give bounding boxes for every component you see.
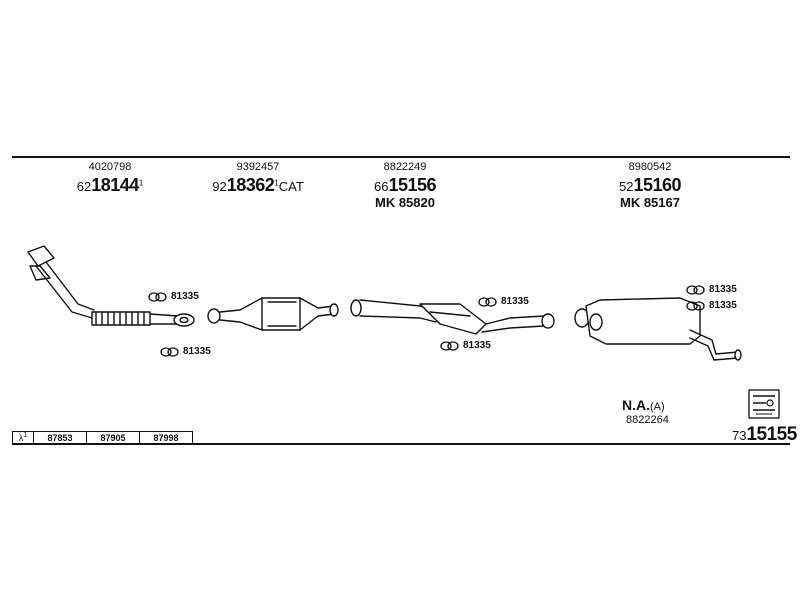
- clamp-icon: [440, 340, 459, 351]
- part-3-number[interactable]: 6615156: [325, 175, 485, 196]
- middle-silencer-drawing[interactable]: [350, 299, 555, 335]
- clamp-label-6[interactable]: 81335: [686, 300, 737, 311]
- part-3-prefix: 66: [373, 179, 389, 194]
- part-1-number[interactable]: 62181441: [30, 175, 190, 196]
- clamp-label-3[interactable]: 81335: [478, 296, 529, 307]
- part-2-prefix: 92: [212, 179, 227, 194]
- clamp-code: 81335: [709, 300, 737, 311]
- lambda-superscript: 1: [23, 432, 28, 439]
- part-2-extra: CAT: [278, 179, 304, 194]
- part-4-oem-number: 8980542: [628, 161, 672, 173]
- part-4-mk: MK 85167: [620, 195, 680, 210]
- part-4-main: 15160: [633, 175, 682, 195]
- part-2-suffix: 1: [274, 178, 279, 188]
- catalytic-converter-drawing[interactable]: [207, 297, 339, 331]
- clamp-icon: [478, 296, 497, 307]
- lambda-code-3[interactable]: 87998: [139, 431, 193, 444]
- part-3-oem-number: 8822249: [383, 161, 427, 173]
- na-marker: (A): [650, 401, 665, 413]
- na-text: N.A.: [622, 397, 650, 413]
- part-2-main: 18362: [226, 175, 275, 195]
- clamp-label-2[interactable]: 81335: [160, 346, 211, 357]
- lambda-symbol: λ: [18, 433, 24, 443]
- part-1-prefix: 62: [76, 179, 92, 194]
- part-3-main: 15156: [388, 175, 437, 195]
- na-number: 8822264: [626, 414, 669, 426]
- part-4-number[interactable]: 5215160: [570, 175, 730, 196]
- na-label: N.A.(A): [622, 397, 665, 413]
- part-1-main: 18144: [91, 175, 139, 195]
- part-1-oem-number: 4020798: [88, 161, 132, 173]
- lambda-code-1[interactable]: 87853: [33, 431, 87, 444]
- clamp-code: 81335: [463, 340, 491, 351]
- part-4-prefix: 52: [618, 179, 634, 194]
- front-pipe-drawing[interactable]: [27, 245, 195, 327]
- clamp-icon: [686, 300, 705, 311]
- lambda-cell: λ1: [12, 431, 34, 444]
- part-3-mk: MK 85820: [375, 195, 435, 210]
- part-2-oem-number: 9392457: [236, 161, 280, 173]
- kit-number[interactable]: 7315155: [732, 424, 797, 446]
- kit-main: 15155: [746, 424, 797, 445]
- clamp-label-4[interactable]: 81335: [440, 340, 491, 351]
- clamp-code: 81335: [171, 291, 199, 302]
- kit-prefix: 73: [732, 428, 747, 443]
- rear-silencer-drawing[interactable]: [574, 297, 742, 361]
- clamp-label-1[interactable]: 81335: [148, 291, 199, 302]
- lambda-code-2[interactable]: 87905: [86, 431, 140, 444]
- clamp-code: 81335: [709, 284, 737, 295]
- footer-rule: [12, 443, 790, 445]
- header-rule: [12, 156, 790, 158]
- clamp-icon: [686, 284, 705, 295]
- part-2-number[interactable]: 92183621CAT: [178, 175, 338, 196]
- part-1-suffix: 1: [138, 178, 144, 188]
- clamp-code: 81335: [183, 346, 211, 357]
- kit-box-icon[interactable]: [748, 389, 780, 419]
- clamp-icon: [160, 346, 179, 357]
- clamp-code: 81335: [501, 296, 529, 307]
- lambda-table: λ1 87853 87905 87998: [12, 431, 193, 444]
- clamp-label-5[interactable]: 81335: [686, 284, 737, 295]
- clamp-icon: [148, 291, 167, 302]
